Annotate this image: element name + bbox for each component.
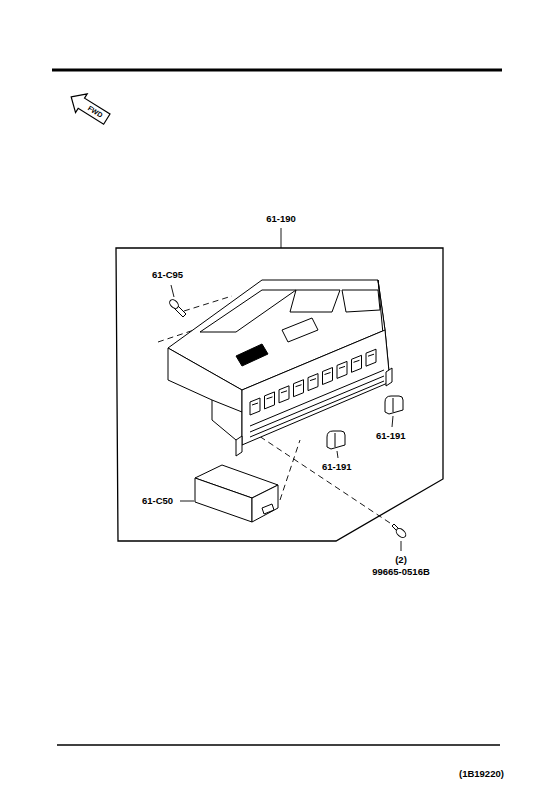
top-rule — [52, 69, 502, 72]
direction-label: FWD — [86, 104, 104, 119]
diagram-code: (1B19220) — [459, 768, 504, 780]
heater-control-unit — [168, 280, 392, 456]
leader-lines — [171, 285, 401, 551]
screw — [392, 524, 407, 539]
part-number: 61-C50 — [142, 495, 173, 507]
knob — [327, 396, 403, 449]
control-panel-buttons — [250, 349, 384, 437]
part-number: 61-191 — [376, 430, 406, 442]
bottom-rule — [57, 744, 500, 746]
part-number: 99665-0516B — [372, 566, 430, 578]
connector-module — [195, 465, 278, 522]
part-number: 61-190 — [266, 213, 296, 225]
fwd-arrow: FWD — [66, 90, 112, 126]
part-number: 61-C95 — [152, 269, 183, 281]
part-number: 61-191 — [322, 461, 352, 473]
quantity: (2) — [395, 554, 407, 566]
screw — [168, 298, 186, 317]
